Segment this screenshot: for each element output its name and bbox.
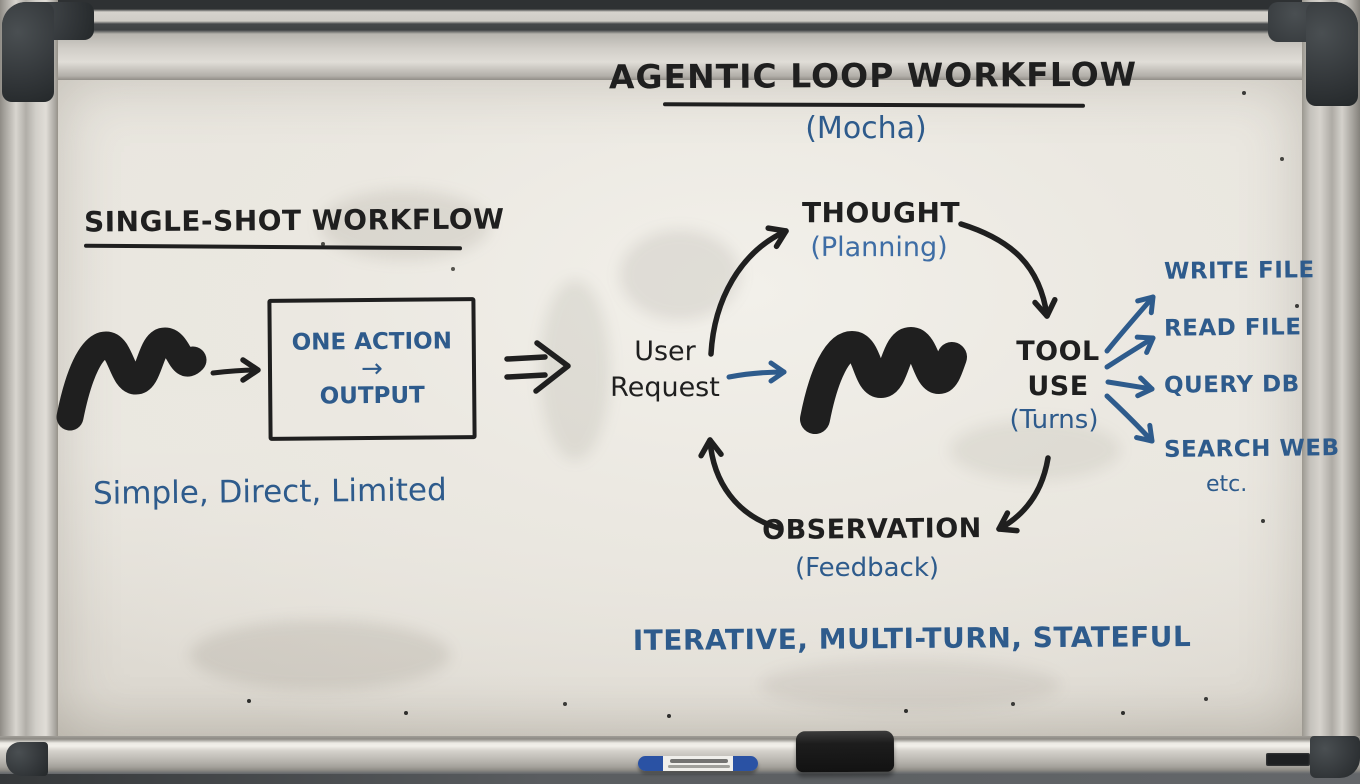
tool-item-search-web: SEARCH WEB	[1163, 435, 1340, 463]
thought-sublabel: (Planning)	[810, 232, 948, 263]
output-label: OUTPUT	[319, 382, 425, 410]
user-request-label: User Request	[610, 334, 720, 407]
frame-top-rail	[0, 0, 1360, 80]
page-subtitle: (Mocha)	[805, 111, 927, 146]
smudge	[620, 230, 740, 320]
tool-item-query-db: QUERY DB	[1163, 371, 1300, 399]
frame-left-rail	[0, 0, 58, 784]
tool-use-label: TOOL USE	[1016, 334, 1100, 404]
user-request-line1: User	[634, 336, 696, 367]
smudge	[760, 660, 1060, 710]
marker-print-strip2	[668, 765, 730, 768]
dust-specks	[0, 0, 2, 2]
smudge	[540, 280, 610, 460]
tool-item-etc: etc.	[1206, 472, 1248, 497]
one-action-label: ONE ACTION	[291, 328, 452, 356]
page-title: AGENTIC LOOP WORKFLOW	[608, 54, 1138, 97]
floor-strip	[0, 774, 1360, 784]
whiteboard-eraser	[795, 730, 895, 773]
frame-corner-cap-top-left	[2, 2, 54, 102]
frame-corner-cap-bottom-left	[6, 742, 48, 776]
tool-use-sublabel: (Turns)	[1009, 405, 1099, 435]
tool-item-read-file: READ FILE	[1163, 314, 1302, 342]
one-action-box: ONE ACTION → OUTPUT	[267, 297, 477, 441]
whiteboard-surface	[58, 80, 1302, 740]
frame-right-rail	[1302, 0, 1360, 784]
observation-sublabel: (Feedback)	[794, 553, 940, 583]
box-arrow-icon: →	[360, 353, 384, 385]
tool-use-line2: USE	[1027, 371, 1089, 403]
whiteboard-marker	[638, 756, 758, 771]
smudge	[190, 620, 450, 690]
tool-use-line1: TOOL	[1016, 336, 1100, 367]
frame-corner-cap-bottom-right	[1310, 736, 1360, 778]
single-shot-caption: Simple, Direct, Limited	[92, 472, 447, 512]
thought-label: THOUGHT	[801, 196, 961, 229]
marker-print-strip	[670, 759, 728, 763]
frame-corner-cap-top-right	[1306, 2, 1358, 106]
tray-label	[1266, 753, 1310, 766]
observation-label: OBSERVATION	[762, 513, 982, 546]
tool-item-write-file: WRITE FILE	[1163, 257, 1315, 285]
user-request-line2: Request	[610, 372, 720, 404]
single-shot-heading: SINGLE-SHOT WORKFLOW	[83, 202, 505, 239]
loop-caption: ITERATIVE, MULTI-TURN, STATEFUL	[632, 620, 1192, 657]
